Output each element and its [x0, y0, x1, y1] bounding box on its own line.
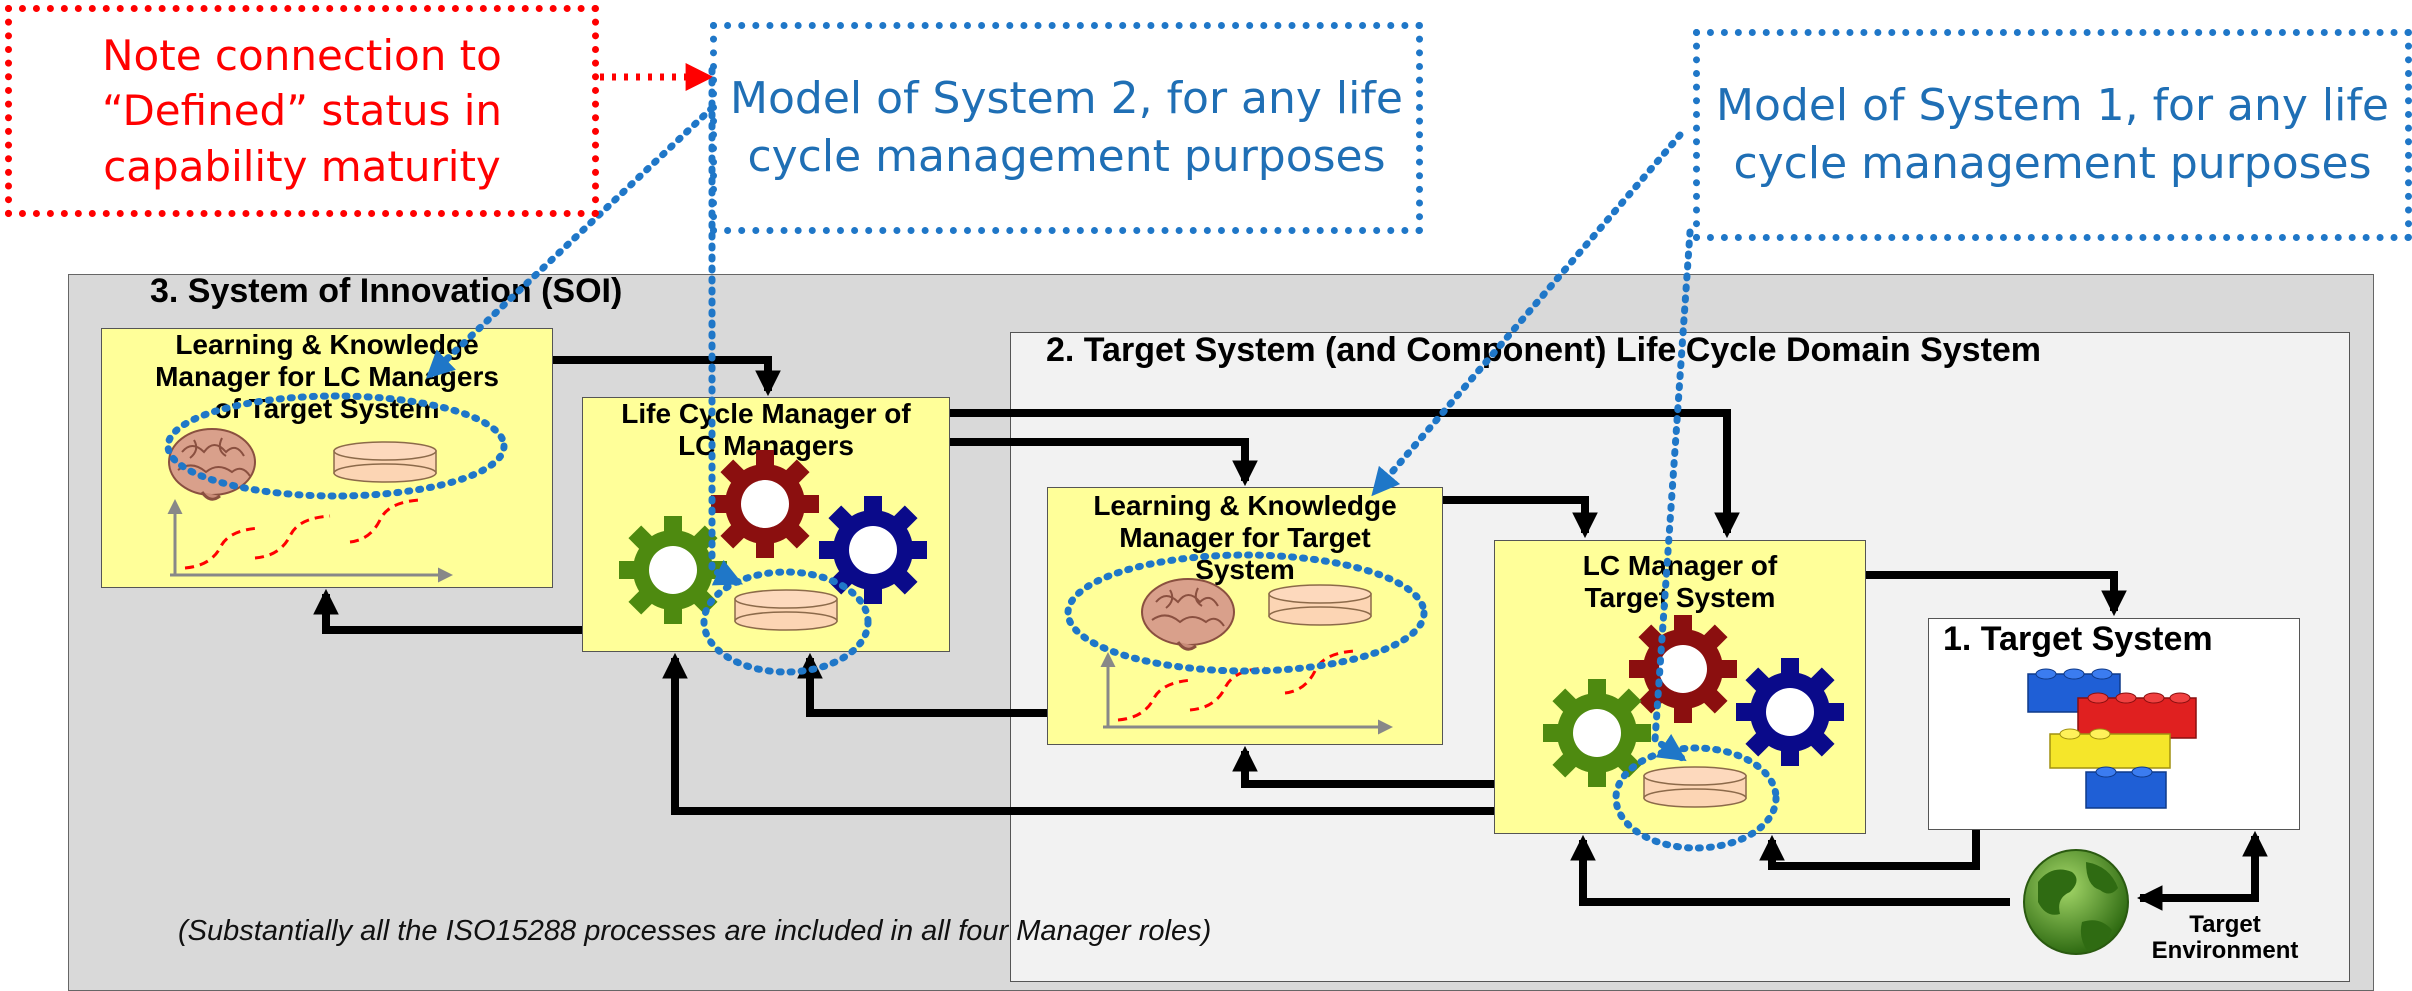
- lc-manager-of-lc-managers-title: Life Cycle Manager of LC Managers: [621, 398, 911, 461]
- lego-bricks-icon: [2027, 668, 2197, 809]
- model1-to-lc-target-db: [1651, 228, 1694, 762]
- gear-icon: [1736, 658, 1844, 766]
- database-icon: [1643, 766, 1747, 808]
- note-callout: Note connection to “Defined” status in c…: [5, 5, 599, 217]
- arrow-lclc-to-lk-soi: [313, 588, 582, 634]
- domain-title: 2. Target System (and Component) Life Cy…: [1046, 331, 2042, 369]
- lk-manager-target-box: Learning & Knowledge Manager for Target …: [1047, 487, 1443, 745]
- brain-icon: [1141, 578, 1235, 651]
- arrow-lk-target-to-lc-target: [1443, 496, 1598, 539]
- gear-icon: [1629, 615, 1737, 723]
- target-system-title: 1. Target System: [1943, 620, 2213, 658]
- model2-to-lk-soi: [425, 104, 716, 379]
- model-ellipses: [164, 392, 1780, 852]
- model-ellipse-lk-soi: [164, 392, 508, 500]
- model2-to-lclc-db: [708, 66, 744, 586]
- model-ellipse-lc-target-db: [1612, 744, 1780, 852]
- model-ellipse-lk-target: [1064, 551, 1428, 675]
- lk-manager-target-title: Learning & Knowledge Manager for Target …: [1093, 490, 1397, 585]
- arrow-lc-target-to-target: [1866, 571, 2127, 617]
- arrow-env-target: [2140, 830, 2268, 902]
- model-connectors: [425, 66, 1694, 762]
- process-arrows: [313, 356, 2268, 911]
- database-icon: [734, 589, 838, 631]
- arrow-target-to-lc-target: [1759, 830, 1980, 870]
- arrow-lk-target-to-lclc: [797, 652, 1047, 717]
- note-callout-text: Note connection to “Defined” status in c…: [101, 30, 503, 191]
- gear-icon: [619, 516, 727, 624]
- database-icon: [333, 441, 437, 483]
- lc-manager-target-title: LC Manager of Target System: [1582, 550, 1778, 613]
- target-environment-label: Target Environment: [2151, 911, 2299, 965]
- arrow-lc-target-to-lk-target: [1232, 745, 1494, 788]
- gear-icon: [711, 450, 819, 558]
- arrow-lk-soi-to-lclc: [553, 356, 781, 397]
- brain-icon: [168, 428, 256, 501]
- footnote: (Substantially all the ISO15288 processe…: [178, 915, 1212, 947]
- learning-curve-icon: [167, 498, 453, 583]
- model1-to-lk-target: [1371, 131, 1684, 497]
- soi-title: 3. System of Innovation (SOI): [150, 272, 623, 310]
- arrow-lclc-to-lc-target: [950, 409, 1740, 539]
- gear-icon: [1543, 679, 1651, 787]
- globe-icon: [2023, 849, 2129, 955]
- arrow-env-to-lc-target: [1570, 834, 2010, 906]
- database-icon: [1268, 584, 1372, 626]
- model-ellipse-lclc-db: [700, 568, 872, 676]
- model1-callout: Model of System 1, for any life cycle ma…: [1693, 29, 2412, 241]
- model1-callout-text: Model of System 1, for any life cycle ma…: [1716, 79, 2389, 189]
- learning-curve-icon: [1100, 649, 1393, 735]
- model2-callout-text: Model of System 2, for any life cycle ma…: [730, 72, 1403, 182]
- lk-manager-soi-title: Learning & Knowledge Manager for LC Mana…: [155, 329, 499, 424]
- gear-icon: [819, 496, 927, 604]
- arrow-lc-target-to-lclc: [662, 652, 1494, 815]
- model2-callout: Model of System 2, for any life cycle ma…: [710, 22, 1423, 234]
- arrow-lclc-to-lk-target: [950, 438, 1258, 487]
